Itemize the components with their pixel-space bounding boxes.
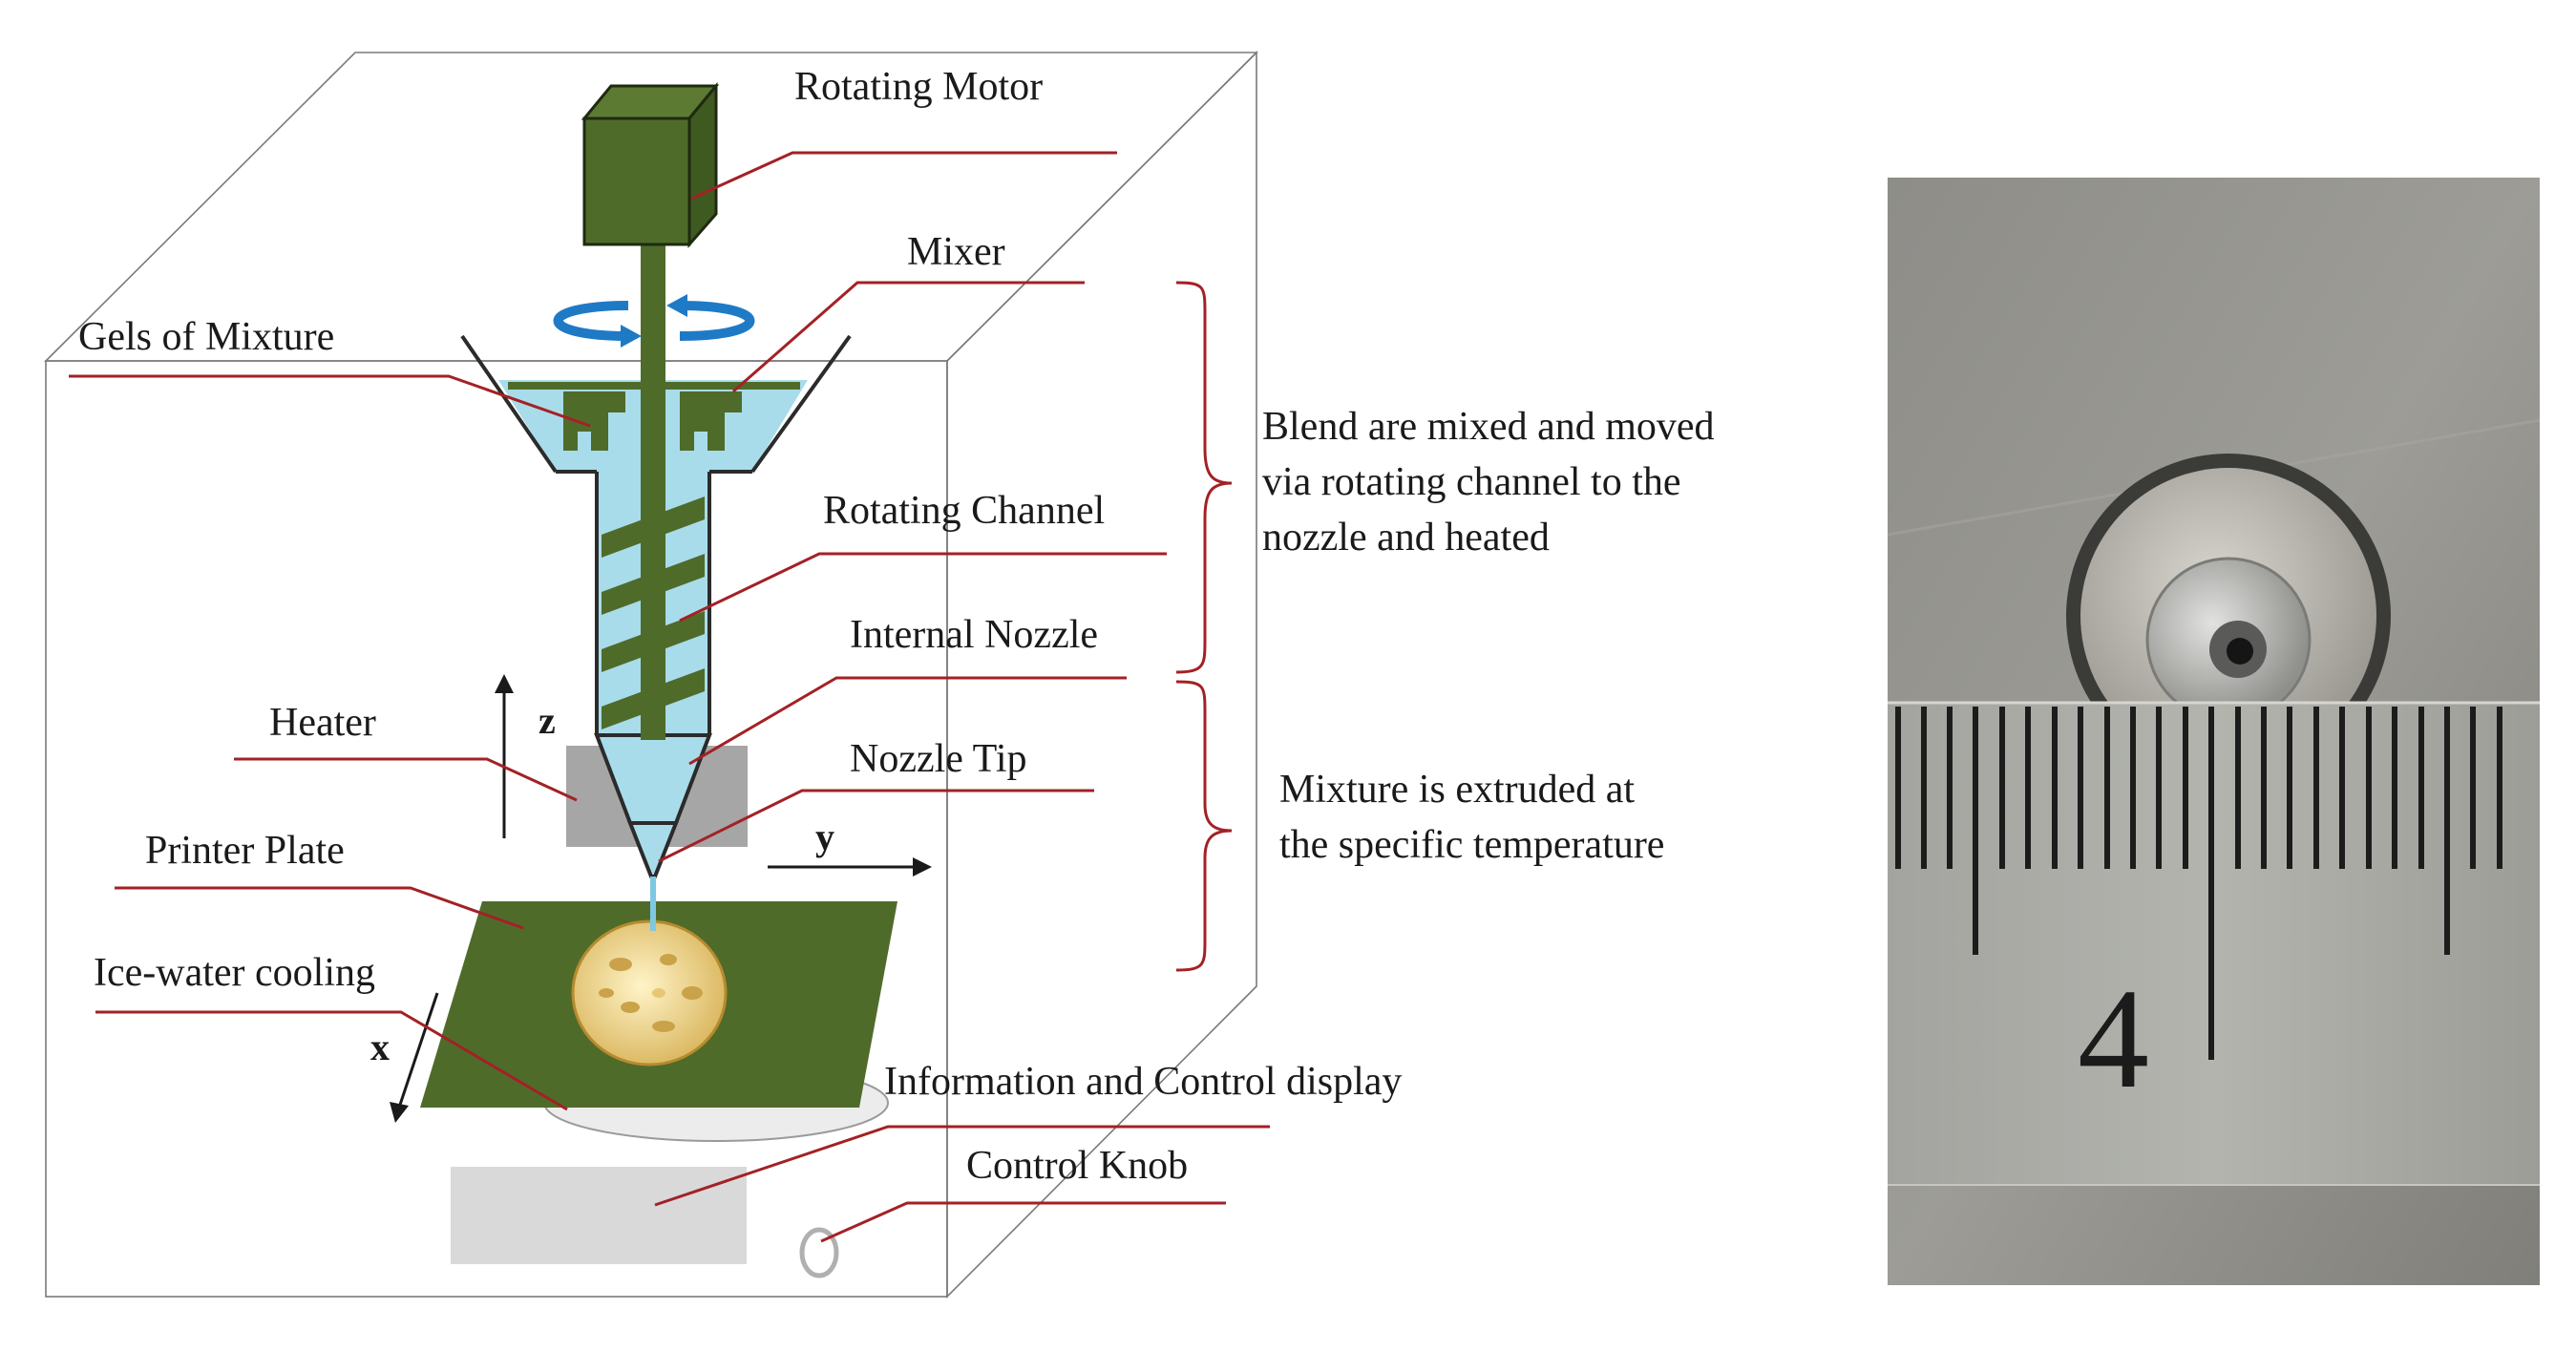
- label-internal-nozzle: Internal Nozzle: [850, 613, 1098, 657]
- leader-heater: [234, 757, 578, 802]
- leader-ice-water-cooling: [95, 1010, 568, 1111]
- rotating-motor: [581, 81, 720, 248]
- note-blend-line-1: Blend are mixed and moved: [1262, 405, 1715, 449]
- leader-internal-nozzle: [688, 676, 1127, 766]
- leader-control-knob: [820, 1201, 1226, 1243]
- label-ice-water-cooling: Ice-water cooling: [94, 951, 375, 995]
- ruler-number: 4: [2078, 960, 2149, 1118]
- control-knob: [799, 1227, 839, 1278]
- note-extrude-line-1: Mixture is extruded at: [1279, 768, 1635, 812]
- printed-cracker: [571, 919, 728, 1067]
- label-printer-plate: Printer Plate: [145, 829, 345, 873]
- internal-nozzle: [594, 733, 712, 878]
- note-blend-line-2: via rotating channel to the: [1262, 460, 1681, 504]
- leader-rotating-channel: [679, 552, 1167, 623]
- note-blend-line-3: nozzle and heated: [1262, 516, 1550, 560]
- note-extrude-line-2: the specific temperature: [1279, 823, 1664, 867]
- nozzle-part: [2066, 454, 2391, 778]
- label-nozzle-tip: Nozzle Tip: [850, 737, 1027, 781]
- nozzle-photo: 4: [1887, 178, 2541, 1285]
- leader-printer-plate: [115, 886, 524, 930]
- brace-extrude: [1175, 680, 1233, 972]
- z-axis-arrow: [495, 674, 514, 838]
- note-extrude: Mixture is extruded at the specific temp…: [1279, 768, 1664, 867]
- leader-nozzle-tip: [658, 789, 1094, 863]
- y-axis-arrow: [768, 857, 932, 877]
- leader-mixer: [732, 281, 1085, 393]
- note-blend: Blend are mixed and moved via rotating c…: [1262, 405, 1724, 560]
- x-axis-arrow: [390, 992, 439, 1123]
- leader-info-control-display: [654, 1125, 1270, 1207]
- control-display: [451, 1167, 747, 1264]
- label-info-control-display: Information and Control display: [884, 1060, 1402, 1104]
- label-rotating-motor: Rotating Motor: [794, 65, 1043, 109]
- ruler-ticks: [1895, 707, 2502, 1060]
- leader-lines: [69, 151, 1270, 1243]
- label-control-knob: Control Knob: [966, 1144, 1188, 1188]
- z-axis-label: z: [538, 699, 556, 742]
- rotation-arrow-icon: [553, 294, 755, 348]
- label-rotating-channel: Rotating Channel: [823, 489, 1105, 533]
- brace-blend: [1175, 281, 1233, 674]
- x-axis-label: x: [370, 1025, 390, 1068]
- label-heater: Heater: [269, 701, 376, 745]
- y-axis-label: y: [815, 815, 834, 858]
- box-side-face: [946, 51, 1257, 1299]
- label-gels-of-mixture: Gels of Mixture: [78, 315, 334, 359]
- leader-rotating-motor: [690, 151, 1117, 201]
- label-mixer: Mixer: [907, 230, 1005, 274]
- mixer-shaft: [641, 243, 665, 740]
- leader-gels-of-mixture: [69, 374, 591, 428]
